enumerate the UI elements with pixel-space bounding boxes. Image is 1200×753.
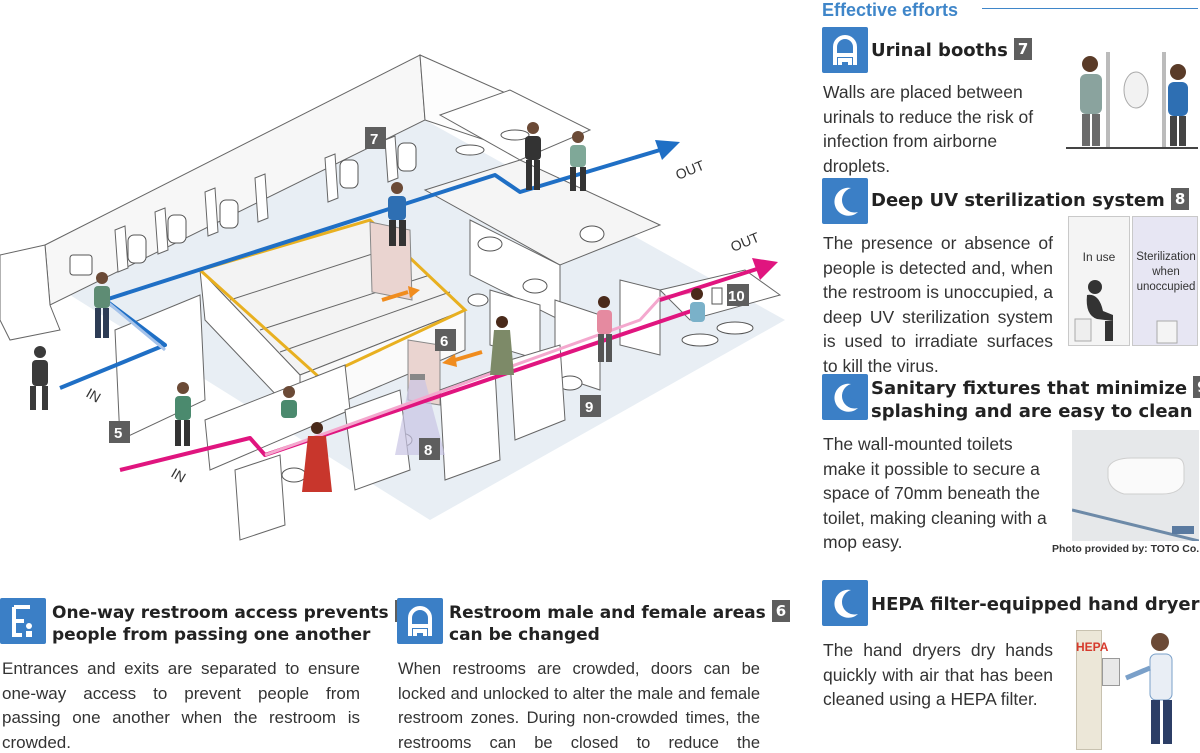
label-out-right: OUT <box>728 229 762 255</box>
dryer-wall <box>1076 630 1102 750</box>
person-lower-left <box>175 382 191 446</box>
deep-uv-body: The presence or absence of people is det… <box>823 233 1053 376</box>
areas-title-line2: can be changed <box>449 625 600 645</box>
hepa-title: HEPA filter-equipped hand dryers10 <box>871 592 1200 616</box>
magenta-flow-arrowhead <box>752 258 778 280</box>
number-markers: 7 5 6 8 9 10 <box>109 127 749 460</box>
urinal-booths-body: Walls are placed between urinals to redu… <box>823 82 1034 176</box>
magenta-flow-line <box>119 306 701 472</box>
restroom-floor-diagram: OUT OUT IN IN 7 5 6 8 9 10 <box>0 54 785 541</box>
magenta-flow-out-line <box>659 266 761 302</box>
person-sitting <box>281 386 297 418</box>
one-way-title-line1: One-way restroom access prevents <box>52 603 389 623</box>
person-top-green <box>570 131 586 191</box>
uv-lamp <box>410 374 425 380</box>
urinal-dividers <box>114 135 399 273</box>
sparkle-moon-icon-3 <box>822 580 868 626</box>
label-in-bottom: IN <box>169 465 189 486</box>
wall-toilet-photo <box>1071 430 1200 543</box>
yellow-changeable-area <box>197 218 468 380</box>
sparkle-moon-icon <box>822 178 868 224</box>
heading-divider <box>982 8 1198 9</box>
restroom-icon-2 <box>397 598 443 644</box>
bottom-front-wall <box>234 454 286 541</box>
uv-sterilization-panel: Sterilization when unoccupied <box>1132 216 1198 346</box>
person-pink <box>597 296 612 362</box>
marker-10: 10 <box>728 288 745 305</box>
one-way-icon <box>0 598 46 644</box>
marker-9: 9 <box>585 399 593 416</box>
uv-in-use-label: In use <box>1082 250 1116 264</box>
photo-credit: Photo provided by: TOTO Co., Ltd. <box>1052 543 1200 555</box>
left-end-wall <box>0 244 61 341</box>
label-in-left: IN <box>84 385 104 406</box>
one-way-body: Entrances and exits are separated to ens… <box>2 659 360 752</box>
orange-arrow-right-head <box>408 286 420 298</box>
people <box>30 122 705 492</box>
urinal-booths-title-text: Urinal booths <box>871 40 1008 61</box>
restroom-icon <box>822 27 868 73</box>
person-green-left <box>94 272 110 338</box>
blue-flow-arrowhead <box>655 140 680 160</box>
hepa-title-text: HEPA filter-equipped hand dryers <box>871 594 1200 615</box>
person-striped <box>490 316 514 375</box>
lower-stall-block <box>344 389 411 491</box>
badge-7: 7 <box>1013 38 1033 60</box>
uv-light-cone <box>395 380 445 455</box>
effective-efforts-heading: Effective efforts <box>822 0 959 20</box>
areas-body: When restrooms are crowded, doors can be… <box>398 660 760 752</box>
orange-arrow-left-head <box>442 354 457 367</box>
sanitary-title-line1: Sanitary fixtures that minimize <box>871 378 1188 399</box>
marker-5: 5 <box>114 425 122 442</box>
orange-arrow-right <box>381 290 409 302</box>
one-way-title-line2: people from passing one another <box>52 625 371 645</box>
marker-8: 8 <box>424 442 432 459</box>
sanitary-fixtures-title: Sanitary fixtures that minimize9 splashi… <box>871 376 1200 423</box>
right-sinks <box>681 287 754 347</box>
top-room <box>438 89 592 161</box>
person-drying-hands <box>690 288 705 322</box>
one-way-title: One-way restroom access prevents5 people… <box>52 600 414 646</box>
person-red-dress <box>302 422 332 492</box>
hepa-body: The hand dryers dry hands quickly with a… <box>823 640 1053 709</box>
urinals <box>69 142 417 276</box>
sanitary-fixtures-body: The wall-mounted toilets make it possibl… <box>823 434 1047 552</box>
uv-sterilization-label: Sterilization when unoccupied <box>1136 251 1196 293</box>
label-out-top: OUT <box>673 157 707 183</box>
blue-flow-line <box>59 148 661 390</box>
hepa-dryer-illustration: HEPA <box>1070 620 1200 750</box>
deep-uv-title-text: Deep UV sterilization system <box>871 190 1165 211</box>
light-blue-flow-line <box>104 298 166 352</box>
sparkle-moon-icon-2 <box>822 374 868 420</box>
person-top-dark <box>525 122 541 190</box>
hepa-label: HEPA <box>1076 640 1109 654</box>
badge-6: 6 <box>771 600 791 622</box>
top-sinks <box>455 129 530 156</box>
sanitary-title-line2: splashing and are easy to clean <box>871 401 1193 422</box>
marker-7: 7 <box>370 131 378 148</box>
areas-title-line1: Restroom male and female areas <box>449 603 766 623</box>
urinal-booth-illustration <box>1066 52 1198 149</box>
badge-8: 8 <box>1170 188 1190 210</box>
person-walking-in <box>30 346 48 410</box>
marker-6: 6 <box>440 333 448 350</box>
badge-9: 9 <box>1193 376 1200 398</box>
orange-arrow-left <box>454 350 483 362</box>
dryer-box <box>1102 658 1120 686</box>
uv-in-use-panel: In use <box>1068 216 1130 346</box>
person-blue-center <box>388 182 406 246</box>
